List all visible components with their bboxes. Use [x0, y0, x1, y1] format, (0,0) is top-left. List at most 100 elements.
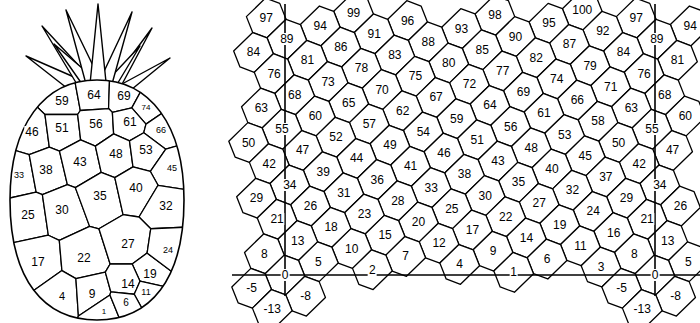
base-line — [232, 274, 700, 276]
scale-number: 81 — [300, 54, 315, 66]
scale-cell — [105, 264, 140, 294]
scale-number: 28 — [390, 195, 405, 207]
scale-number: 17 — [465, 224, 480, 236]
scale-number: 37 — [598, 171, 613, 183]
scale-number: 74 — [141, 104, 152, 112]
scale-number: 73 — [320, 76, 335, 88]
scale-cell — [132, 70, 200, 124]
scale-number: 14 — [519, 232, 534, 244]
scale-number: 94 — [313, 20, 328, 32]
scale-number: 54 — [416, 126, 431, 138]
scale-number: 11 — [140, 288, 151, 297]
scale-number: 25 — [20, 209, 35, 221]
scale-number: 47 — [665, 144, 680, 156]
scale-number: 3 — [597, 261, 606, 273]
scale-number: 45 — [166, 164, 178, 173]
scale-number: 77 — [495, 65, 510, 77]
scale-number: 72 — [462, 78, 477, 90]
scale-number: 63 — [254, 102, 269, 114]
scale-number: 71 — [603, 81, 618, 93]
scale-number: 68 — [657, 89, 672, 101]
scale-number: 29 — [249, 192, 264, 204]
scale-number: 89 — [279, 33, 294, 45]
scale-number: 81 — [670, 54, 685, 66]
scale-cell — [0, 70, 80, 115]
scale-cell — [0, 71, 49, 155]
scale-number: 4 — [455, 258, 464, 270]
scale-number: 33 — [424, 182, 439, 194]
scale-number: 50 — [611, 137, 626, 149]
scale-number: 43 — [490, 155, 505, 167]
scale-number: 14 — [120, 278, 135, 290]
scale-number: 22 — [76, 252, 91, 264]
scale-number: 5 — [314, 256, 323, 268]
scale-number: 57 — [362, 118, 377, 130]
scale-number: 61 — [536, 107, 551, 119]
scale-number: 99 — [346, 7, 361, 19]
scale-number: 1 — [509, 266, 518, 278]
scale-number: 17 — [30, 256, 45, 268]
scale-number: 23 — [357, 208, 372, 220]
scale-number: 10 — [344, 243, 359, 255]
scale-number: 53 — [138, 144, 153, 156]
crown-leaf — [90, 4, 106, 84]
scale-number: 86 — [333, 41, 348, 53]
scale-number: 26 — [673, 200, 688, 212]
scale-number: 56 — [503, 121, 518, 133]
scale-number: 34 — [282, 179, 297, 191]
scale-number: 42 — [262, 158, 277, 170]
scale-cell — [147, 227, 200, 293]
scale-cell — [134, 281, 200, 323]
scale-number: 21 — [639, 213, 654, 225]
scale-number: 98 — [487, 9, 502, 21]
scale-number: 56 — [88, 118, 103, 130]
scale-number: 48 — [108, 148, 123, 160]
scale-number: -5 — [245, 282, 258, 294]
scale-cell — [494, 252, 534, 292]
scale-number: 7 — [401, 250, 410, 262]
scale-number: 4 — [58, 291, 66, 302]
scale-number: 88 — [420, 36, 435, 48]
scale-cell — [109, 70, 153, 112]
scale-number: 22 — [498, 211, 513, 223]
scale-number: 93 — [454, 23, 469, 35]
scale-number: 46 — [436, 147, 451, 159]
scale-number: 6 — [122, 298, 130, 308]
scale-number: 79 — [582, 60, 597, 72]
scale-number: 46 — [24, 126, 39, 138]
scale-number: 9 — [489, 245, 498, 257]
scale-number: 74 — [549, 73, 564, 85]
seam-line — [284, 4, 286, 296]
scale-number: 62 — [395, 105, 410, 117]
scale-number: 11 — [573, 240, 587, 252]
scale-number: 18 — [323, 221, 338, 233]
seam-line — [654, 4, 656, 296]
scale-number: 38 — [457, 168, 472, 180]
scale-number: 34 — [652, 179, 667, 191]
scale-number: 13 — [290, 235, 305, 247]
scale-number: 66 — [570, 94, 585, 106]
scale-number: 36 — [370, 174, 385, 186]
scale-number: -5 — [615, 282, 628, 294]
scale-number: 91 — [367, 28, 382, 40]
scale-number: 100 — [571, 4, 593, 16]
scale-number: 30 — [477, 190, 492, 202]
scale-number: 89 — [649, 33, 664, 45]
scale-number: 13 — [660, 235, 675, 247]
scale-number: 12 — [431, 237, 446, 249]
scale-number: 33 — [13, 171, 25, 180]
scale-number: 8 — [630, 248, 639, 260]
scale-number: 2 — [368, 264, 377, 276]
scale-number: 32 — [158, 200, 173, 212]
scale-number: 24 — [162, 246, 174, 255]
scale-number: 39 — [316, 166, 331, 178]
scale-number: 1 — [101, 308, 107, 316]
scale-number: 53 — [557, 129, 572, 141]
scale-number: 44 — [349, 152, 364, 164]
scale-number: 42 — [632, 158, 647, 170]
scale-number: 60 — [678, 110, 693, 122]
scale-number: 40 — [128, 182, 143, 194]
scale-number: 85 — [474, 44, 489, 56]
scale-number: 96 — [400, 15, 415, 27]
